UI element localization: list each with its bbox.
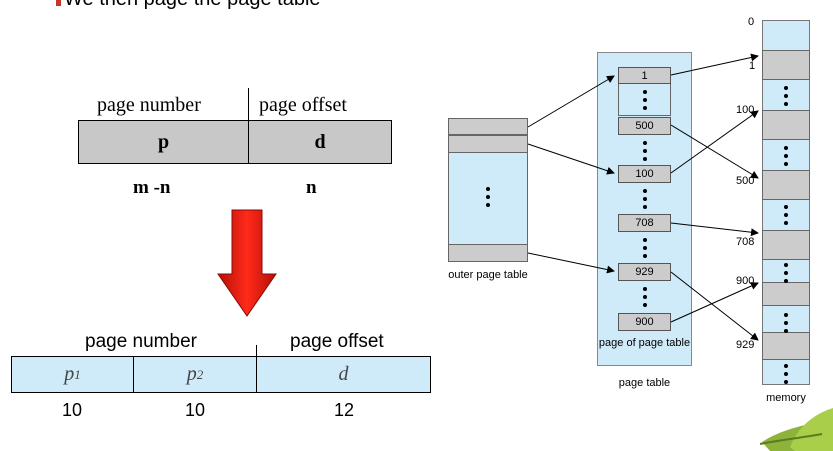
entry-929: 929 [618, 263, 671, 281]
page-number-symbol: p [157, 130, 170, 153]
inner-ellipsis-icon [641, 90, 649, 114]
arrow-100-to-mem100 [670, 110, 759, 174]
page-offset-cell: d [248, 120, 392, 164]
header-divider [248, 88, 249, 122]
mem-addr-500: 500 [736, 175, 755, 187]
page-number-cell: p [78, 120, 249, 164]
memory-frame [762, 282, 810, 306]
memory-label: memory [766, 392, 806, 404]
arrow-708-to-mem708 [670, 222, 759, 237]
p1-subscript: 1 [74, 366, 81, 382]
outer-entry-0 [448, 118, 528, 135]
memory-frame [762, 230, 810, 260]
entry-1: 1 [618, 67, 671, 84]
outer-ellipsis-icon [484, 187, 492, 211]
page-table-label: page table [618, 377, 671, 389]
outer-entry-last [448, 244, 528, 262]
two-level-page-number-label: page number [85, 331, 197, 352]
page-offset-label: page offset [259, 94, 347, 116]
bullet-marker [56, 0, 61, 6]
page-of-page-table-label: page of page table [598, 337, 691, 349]
entry-100: 100 [618, 165, 671, 183]
arrow-outer-to-entry100 [527, 143, 615, 175]
mem-addr-708: 708 [736, 236, 755, 248]
memory-ellipsis-icon [782, 364, 790, 388]
memory-ellipsis-icon [782, 205, 790, 229]
p2-symbol: p [186, 363, 197, 385]
p1-bits: 10 [62, 400, 83, 420]
two-level-page-offset-label: page offset [290, 331, 384, 352]
arrow-outer-to-entry1 [527, 75, 615, 128]
offset-symbol: d [338, 363, 349, 385]
down-arrow-icon [217, 209, 277, 317]
p2-bits: 10 [185, 400, 206, 420]
mem-addr-929: 929 [736, 339, 755, 351]
p2-subscript: 2 [196, 366, 204, 382]
memory-frame [762, 170, 810, 200]
memory-frame [762, 110, 810, 140]
mem-addr-900: 900 [736, 275, 755, 287]
offset-cell: d [256, 356, 431, 393]
memory-frame [762, 332, 810, 360]
outer-page-table-label: outer page table [448, 269, 528, 281]
entry-900: 900 [618, 313, 671, 331]
arrow-929-to-mem929 [670, 271, 759, 341]
inner-ellipsis-icon [641, 287, 649, 311]
d-bits: 12 [334, 400, 355, 420]
page-offset-symbol: d [314, 130, 326, 153]
bullet-text: We then page the page table [64, 0, 321, 11]
memory-ellipsis-icon [782, 313, 790, 337]
inner-ellipsis-icon [641, 141, 649, 165]
mem-addr-100: 100 [736, 104, 755, 116]
outer-entry-1 [448, 135, 528, 153]
entry-500: 500 [618, 117, 671, 135]
inner-ellipsis-icon [641, 189, 649, 213]
mem-addr-0: 0 [748, 16, 755, 28]
p1-symbol: p [64, 363, 75, 385]
page-number-label: page number [97, 94, 201, 116]
arrow-900-to-mem900 [670, 282, 759, 323]
page-offset-bits: n [306, 177, 317, 198]
arrow-500-to-mem500 [670, 124, 759, 179]
inner-ellipsis-icon [641, 238, 649, 262]
arrow-outer-to-entry929 [527, 252, 615, 274]
memory-ellipsis-icon [782, 263, 790, 287]
mem-addr-1: 1 [749, 60, 756, 72]
logo-icon [760, 408, 833, 451]
memory-ellipsis-icon [782, 86, 790, 110]
memory-ellipsis-icon [782, 146, 790, 170]
page-number-bits: m -n [133, 177, 171, 198]
arrow-1-to-mem1 [670, 53, 759, 76]
memory-frame [762, 50, 810, 80]
entry-708: 708 [618, 214, 671, 232]
two-level-header-divider [256, 345, 257, 357]
